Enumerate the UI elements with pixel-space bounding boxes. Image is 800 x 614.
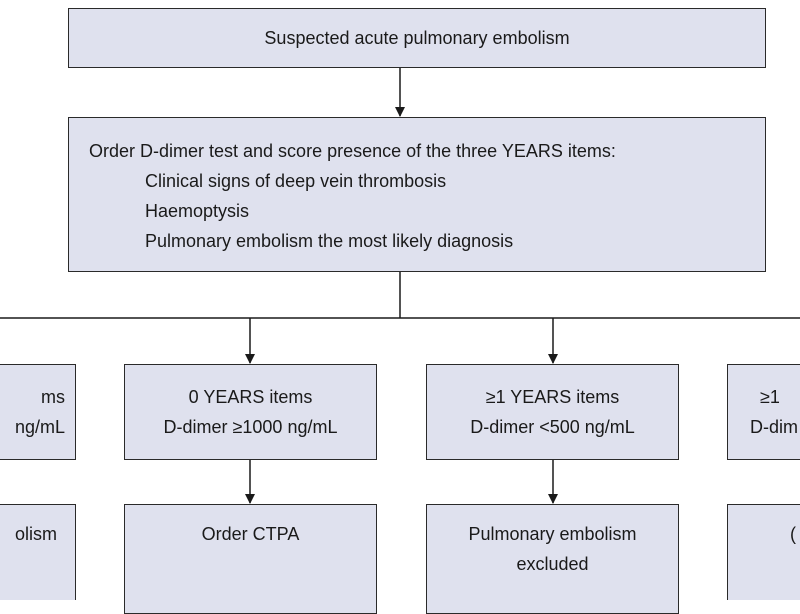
branch-3-line2: D-dimer <500 ng/mL [470,417,635,437]
branch-3-criteria-node: ≥1 YEARS items D-dimer <500 ng/mL [426,364,679,460]
branch-3-outcome-node: Pulmonary embolism excluded [426,504,679,614]
branch-3-outcome-line1: Pulmonary embolism [468,524,637,544]
branch-1-criteria-node: ms ng/mL [0,364,76,460]
branch-2-outcome-node: Order CTPA [124,504,377,614]
years-item-haemoptysis: Haemoptysis [145,201,250,221]
branch-1-outcome-node: olism [0,504,76,600]
branch-4-outcome-node: ( [727,504,800,600]
branch-2-criteria-node: 0 YEARS items D-dimer ≥1000 ng/mL [124,364,377,460]
years-item-pe-likely: Pulmonary embolism the most likely diagn… [145,231,514,251]
branch-1-line1: ms [41,387,65,407]
branch-2-line2: D-dimer ≥1000 ng/mL [163,417,338,437]
years-criteria-node: Order D-dimer test and score presence of… [68,117,766,272]
start-node: Suspected acute pulmonary embolism [68,8,766,68]
branch-1-outcome-text: olism [14,524,57,544]
years-criteria-heading: Order D-dimer test and score presence of… [89,141,616,161]
years-item-dvt: Clinical signs of deep vein thrombosis [145,171,447,191]
branch-1-line2: ng/mL [14,417,65,437]
branch-4-outcome-text: ( [790,524,796,544]
connector-lines [0,68,800,504]
branch-4-line1: ≥1 [760,387,780,407]
branch-2-outcome-text: Order CTPA [201,524,300,544]
branch-4-criteria-node: ≥1 D-dim [727,364,800,460]
branch-4-line2: D-dim [750,417,798,437]
start-node-text: Suspected acute pulmonary embolism [264,28,570,48]
branch-3-line1: ≥1 YEARS items [485,387,620,407]
branch-2-line1: 0 YEARS items [188,387,313,407]
branch-3-outcome-line2: excluded [516,554,589,574]
